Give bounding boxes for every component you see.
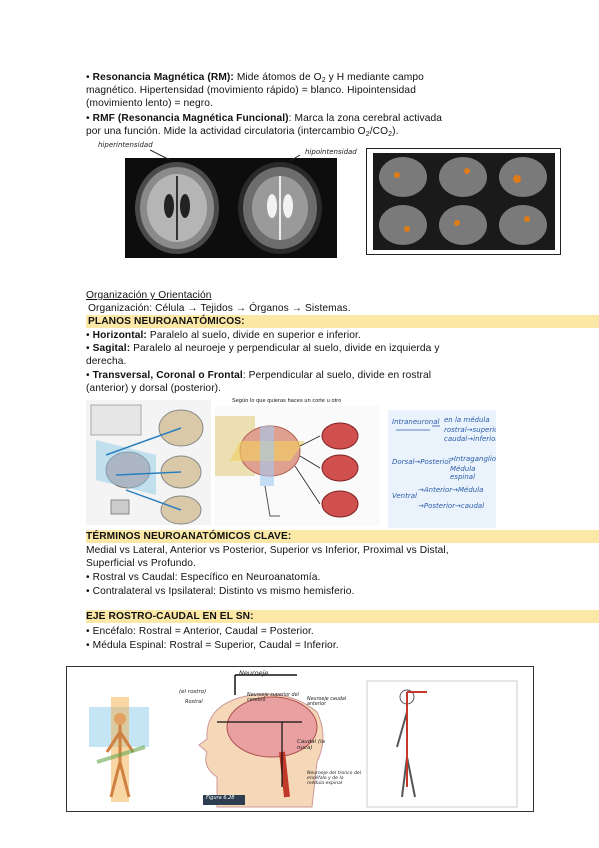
rm-paragraph-line1: • Resonancia Magnética (RM): Mide átomos… <box>86 72 424 84</box>
rmf-title: RMF (Resonancia Magnética Funcional) <box>92 113 289 124</box>
terminos-heading-bar: TÉRMINOS NEUROANATÓMICOS CLAVE: <box>86 530 599 543</box>
terminos-line2: Superficial vs Profundo. <box>86 558 196 569</box>
rmf-paragraph-line1: • RMF (Resonancia Magnética Funcional): … <box>86 113 443 124</box>
fmri-scans-image <box>366 148 561 255</box>
label-arrows <box>150 149 301 162</box>
plano-sagital: • Sagital: Paralelo al neuroeje y perpen… <box>86 343 440 354</box>
rm-paragraph-line2: magnético. Hipertensidad (movimiento ráp… <box>86 85 416 96</box>
eje-heading-bar: EJE ROSTRO-CAUDAL EN EL SN: <box>86 610 599 623</box>
plano-horizontal: • Horizontal: Paralelo al suelo, divide … <box>86 330 361 341</box>
planes-figure-caption: Según lo que quieras haces un corte u ot… <box>232 398 342 404</box>
eje-line1: • Encéfalo: Rostral = Anterior, Caudal =… <box>86 626 314 637</box>
planes-diagram-1 <box>86 400 211 525</box>
handwritten-note: Intraneuronal en la médula rostral→super… <box>388 410 496 528</box>
plano-transversal-line2: (anterior) y dorsal (posterior). <box>86 383 222 394</box>
terminos-line3: • Rostral vs Caudal: Específico en Neuro… <box>86 572 321 583</box>
planos-heading: PLANOS NEUROANATÓMICOS: <box>88 316 245 327</box>
neuroaxis-figure: Neuroeje (el rostro) Rostral Neuroeje su… <box>66 666 534 812</box>
rm-title: Resonancia Magnética (RM): <box>92 72 234 83</box>
terminos-line4: • Contralateral vs Ipsilateral: Distinto… <box>86 586 355 597</box>
rmf-paragraph-line2: por una función. Mide la actividad circu… <box>86 126 399 138</box>
mri-scans-image <box>125 158 337 258</box>
planos-heading-bar: PLANOS NEUROANATÓMICOS: <box>86 315 599 328</box>
terminos-line1: Medial vs Lateral, Anterior vs Posterior… <box>86 545 449 556</box>
terminos-heading: TÉRMINOS NEUROANATÓMICOS CLAVE: <box>86 531 292 542</box>
eje-line2: • Médula Espinal: Rostral = Superior, Ca… <box>86 640 339 651</box>
plano-sagital-line2: derecha. <box>86 356 127 367</box>
organizacion-heading: Organización y Orientación <box>86 290 212 301</box>
planes-diagram-2 <box>215 406 380 526</box>
plano-transversal: • Transversal, Coronal o Frontal: Perpen… <box>86 370 432 381</box>
rm-paragraph-line3: (movimiento lento) = negro. <box>86 98 213 109</box>
hyperintensity-label: hiperintensidad <box>98 141 153 149</box>
hypointensity-label: hipointensidad <box>305 148 357 156</box>
organizacion-line: Organización: Célula → Tejidos → Órganos… <box>88 303 351 314</box>
eje-heading: EJE ROSTRO-CAUDAL EN EL SN: <box>86 611 254 622</box>
